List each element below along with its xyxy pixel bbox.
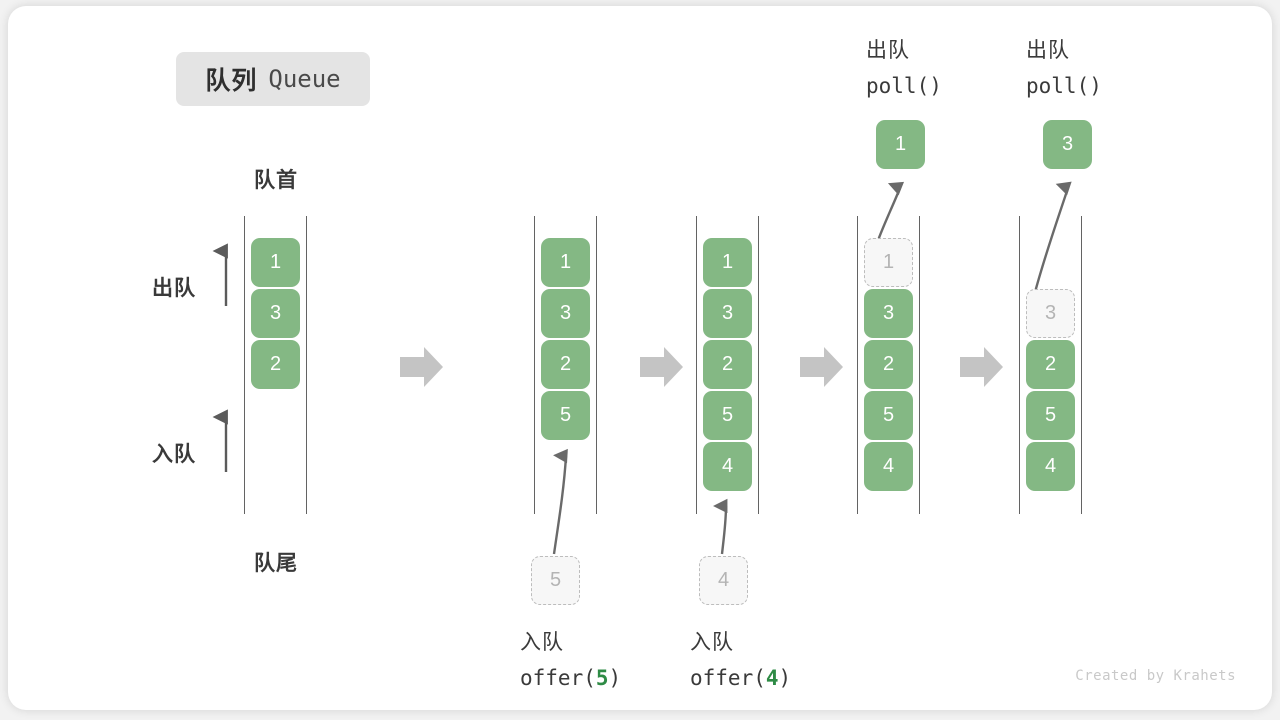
- dequeue-remove-arrow: [1032, 181, 1072, 297]
- title-english: Queue: [268, 65, 341, 93]
- enqueue-direction-label: 入队: [152, 443, 196, 466]
- queue-rail-left: [244, 216, 245, 514]
- queue-element: 5: [864, 391, 913, 440]
- title-chinese: 队列: [205, 67, 258, 95]
- queue-element: 1: [251, 238, 300, 287]
- queue-rail-right: [758, 216, 759, 514]
- pending-element-ghost: 5: [531, 556, 580, 605]
- removed-element-ghost: 3: [1026, 289, 1075, 338]
- enqueue-insert-arrow: [713, 498, 728, 555]
- title-badge: 队列 Queue: [176, 52, 370, 106]
- caption-code: poll(): [1026, 73, 1102, 98]
- caption-chinese: 入队: [520, 631, 564, 654]
- queue-element: 2: [1026, 340, 1075, 389]
- caption-chinese: 入队: [690, 631, 734, 654]
- step-arrow: [960, 347, 1003, 387]
- dequeue-direction-label: 出队: [152, 277, 196, 300]
- caption-code: poll(): [866, 73, 942, 98]
- queue-rail-left: [696, 216, 697, 514]
- queue-head-label: 队首: [254, 169, 298, 192]
- queue-tail-label: 队尾: [254, 552, 298, 575]
- queue-rail-right: [1081, 216, 1082, 514]
- enqueue-insert-arrow: [552, 448, 568, 555]
- queue-element: 3: [703, 289, 752, 338]
- queue-element: 4: [1026, 442, 1075, 491]
- credit-text: Created by Krahets: [1075, 668, 1236, 684]
- caption-chinese: 出队: [866, 39, 910, 62]
- removed-element-ghost: 1: [864, 238, 913, 287]
- caption-poll-3: 出队 poll(): [1026, 34, 1102, 103]
- queue-element: 4: [864, 442, 913, 491]
- queue-rail-left: [857, 216, 858, 514]
- caption-code: offer(5): [520, 661, 621, 696]
- queue-element: 2: [703, 340, 752, 389]
- caption-code-arg: 5: [595, 665, 609, 690]
- queue-rail-right: [919, 216, 920, 514]
- caption-code-arg: 4: [765, 665, 779, 690]
- diagram-card: 队列 Queue 队首 队尾 出队 入队 1 3 2: [8, 6, 1272, 710]
- step-arrow: [800, 347, 843, 387]
- caption-code-pre: offer(: [520, 665, 596, 690]
- step-arrow: [640, 347, 683, 387]
- queue-element: 2: [864, 340, 913, 389]
- queue-element: 2: [251, 340, 300, 389]
- caption-chinese: 出队: [1026, 39, 1070, 62]
- caption-offer-5: 入队 offer(5): [520, 626, 621, 695]
- popped-element: 3: [1043, 120, 1092, 169]
- caption-offer-4: 入队 offer(4): [690, 626, 791, 695]
- pending-element-ghost: 4: [699, 556, 748, 605]
- queue-element: 3: [541, 289, 590, 338]
- queue-rail-left: [1019, 216, 1020, 514]
- queue-rail-right: [306, 216, 307, 514]
- queue-rail-left: [534, 216, 535, 514]
- enqueue-direction-arrow: [212, 409, 228, 472]
- queue-rail-right: [596, 216, 597, 514]
- queue-element: 5: [1026, 391, 1075, 440]
- step-arrow: [400, 347, 443, 387]
- caption-poll-1: 出队 poll(): [866, 34, 942, 103]
- dequeue-direction-arrow: [212, 243, 228, 306]
- caption-code-post: ): [778, 665, 792, 690]
- queue-element: 3: [251, 289, 300, 338]
- queue-element: 5: [703, 391, 752, 440]
- popped-element: 1: [876, 120, 925, 169]
- queue-element: 1: [541, 238, 590, 287]
- queue-element: 3: [864, 289, 913, 338]
- caption-code: offer(4): [690, 661, 791, 696]
- caption-code-post: ): [608, 665, 622, 690]
- caption-code-pre: offer(: [690, 665, 766, 690]
- queue-element: 2: [541, 340, 590, 389]
- queue-element-new: 5: [541, 391, 590, 440]
- queue-element-new: 4: [703, 442, 752, 491]
- queue-element: 1: [703, 238, 752, 287]
